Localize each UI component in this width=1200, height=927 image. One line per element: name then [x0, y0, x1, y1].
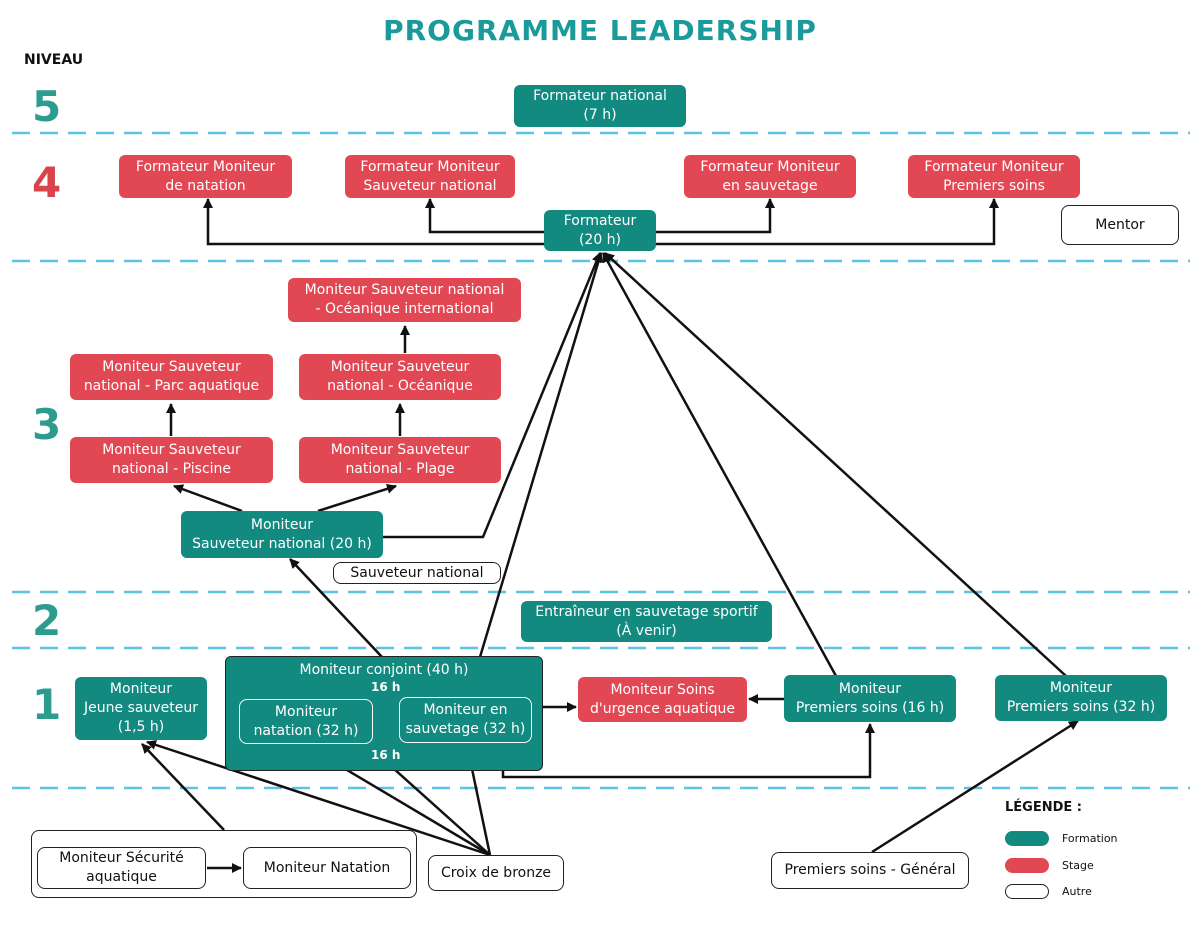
legend-label-formation: Formation — [1062, 832, 1118, 845]
node-moniteur-soins-urgence-aquatique: Moniteur Soins d'urgence aquatique — [578, 677, 747, 722]
node-moniteur-sauveteur-national: Moniteur Sauveteur national (20 h) — [181, 511, 383, 558]
node-formateur-moniteur-natation: Formateur Moniteur de natation — [119, 155, 292, 198]
node-msn-oceanique: Moniteur Sauveteur national - Océanique — [299, 354, 501, 400]
node-formateur-moniteur-sauvetage: Formateur Moniteur en sauvetage — [684, 155, 856, 198]
level-1-number: 1 — [32, 680, 62, 729]
legend-swatch-autre — [1005, 884, 1049, 899]
prerequisite-frame — [31, 830, 417, 898]
hours-label-top: 16 h — [371, 680, 401, 694]
page-title: PROGRAMME LEADERSHIP — [383, 14, 817, 47]
node-formateur-moniteur-sauveteur-national: Formateur Moniteur Sauveteur national — [345, 155, 515, 198]
moniteur-conjoint-label: Moniteur conjoint (40 h) — [299, 662, 469, 678]
node-sauveteur-national: Sauveteur national — [333, 562, 501, 584]
legend-swatch-stage — [1005, 858, 1049, 873]
level-3-number: 3 — [32, 400, 62, 449]
legend-label-stage: Stage — [1062, 859, 1094, 872]
node-moniteur-sauvetage-32: Moniteur en sauvetage (32 h) — [399, 697, 532, 743]
level-2-number: 2 — [32, 596, 62, 645]
node-moniteur-natation: Moniteur Natation — [243, 847, 411, 889]
legend-title: LÉGENDE : — [1005, 800, 1082, 815]
node-msn-parc-aquatique: Moniteur Sauveteur national - Parc aquat… — [70, 354, 273, 400]
legend-label-autre: Autre — [1062, 885, 1092, 898]
node-mentor: Mentor — [1061, 205, 1179, 245]
node-moniteur-securite-aquatique: Moniteur Sécurité aquatique — [37, 847, 206, 889]
node-moniteur-jeune-sauveteur: Moniteur Jeune sauveteur (1,5 h) — [75, 677, 207, 740]
node-croix-de-bronze: Croix de bronze — [428, 855, 564, 891]
node-entraineur-sauvetage-sportif: Entraîneur en sauvetage sportif (À venir… — [521, 601, 772, 642]
node-moniteur-natation-32: Moniteur natation (32 h) — [239, 699, 373, 744]
node-formateur: Formateur (20 h) — [544, 210, 656, 251]
node-msn-oceanique-international: Moniteur Sauveteur national - Océanique … — [288, 278, 521, 322]
node-premiers-soins-general: Premiers soins - Général — [771, 852, 969, 889]
legend-swatch-formation — [1005, 831, 1049, 846]
node-msn-plage: Moniteur Sauveteur national - Plage — [299, 437, 501, 483]
node-formateur-moniteur-premiers-soins: Formateur Moniteur Premiers soins — [908, 155, 1080, 198]
node-msn-piscine: Moniteur Sauveteur national - Piscine — [70, 437, 273, 483]
hours-label-bottom: 16 h — [371, 748, 401, 762]
node-formateur-national: Formateur national (7 h) — [514, 85, 686, 127]
node-moniteur-premiers-soins-32: Moniteur Premiers soins (32 h) — [995, 675, 1167, 721]
niveau-label: NIVEAU — [24, 52, 84, 68]
node-moniteur-premiers-soins-16: Moniteur Premiers soins (16 h) — [784, 675, 956, 722]
level-5-number: 5 — [32, 82, 62, 131]
level-4-number: 4 — [32, 158, 62, 207]
